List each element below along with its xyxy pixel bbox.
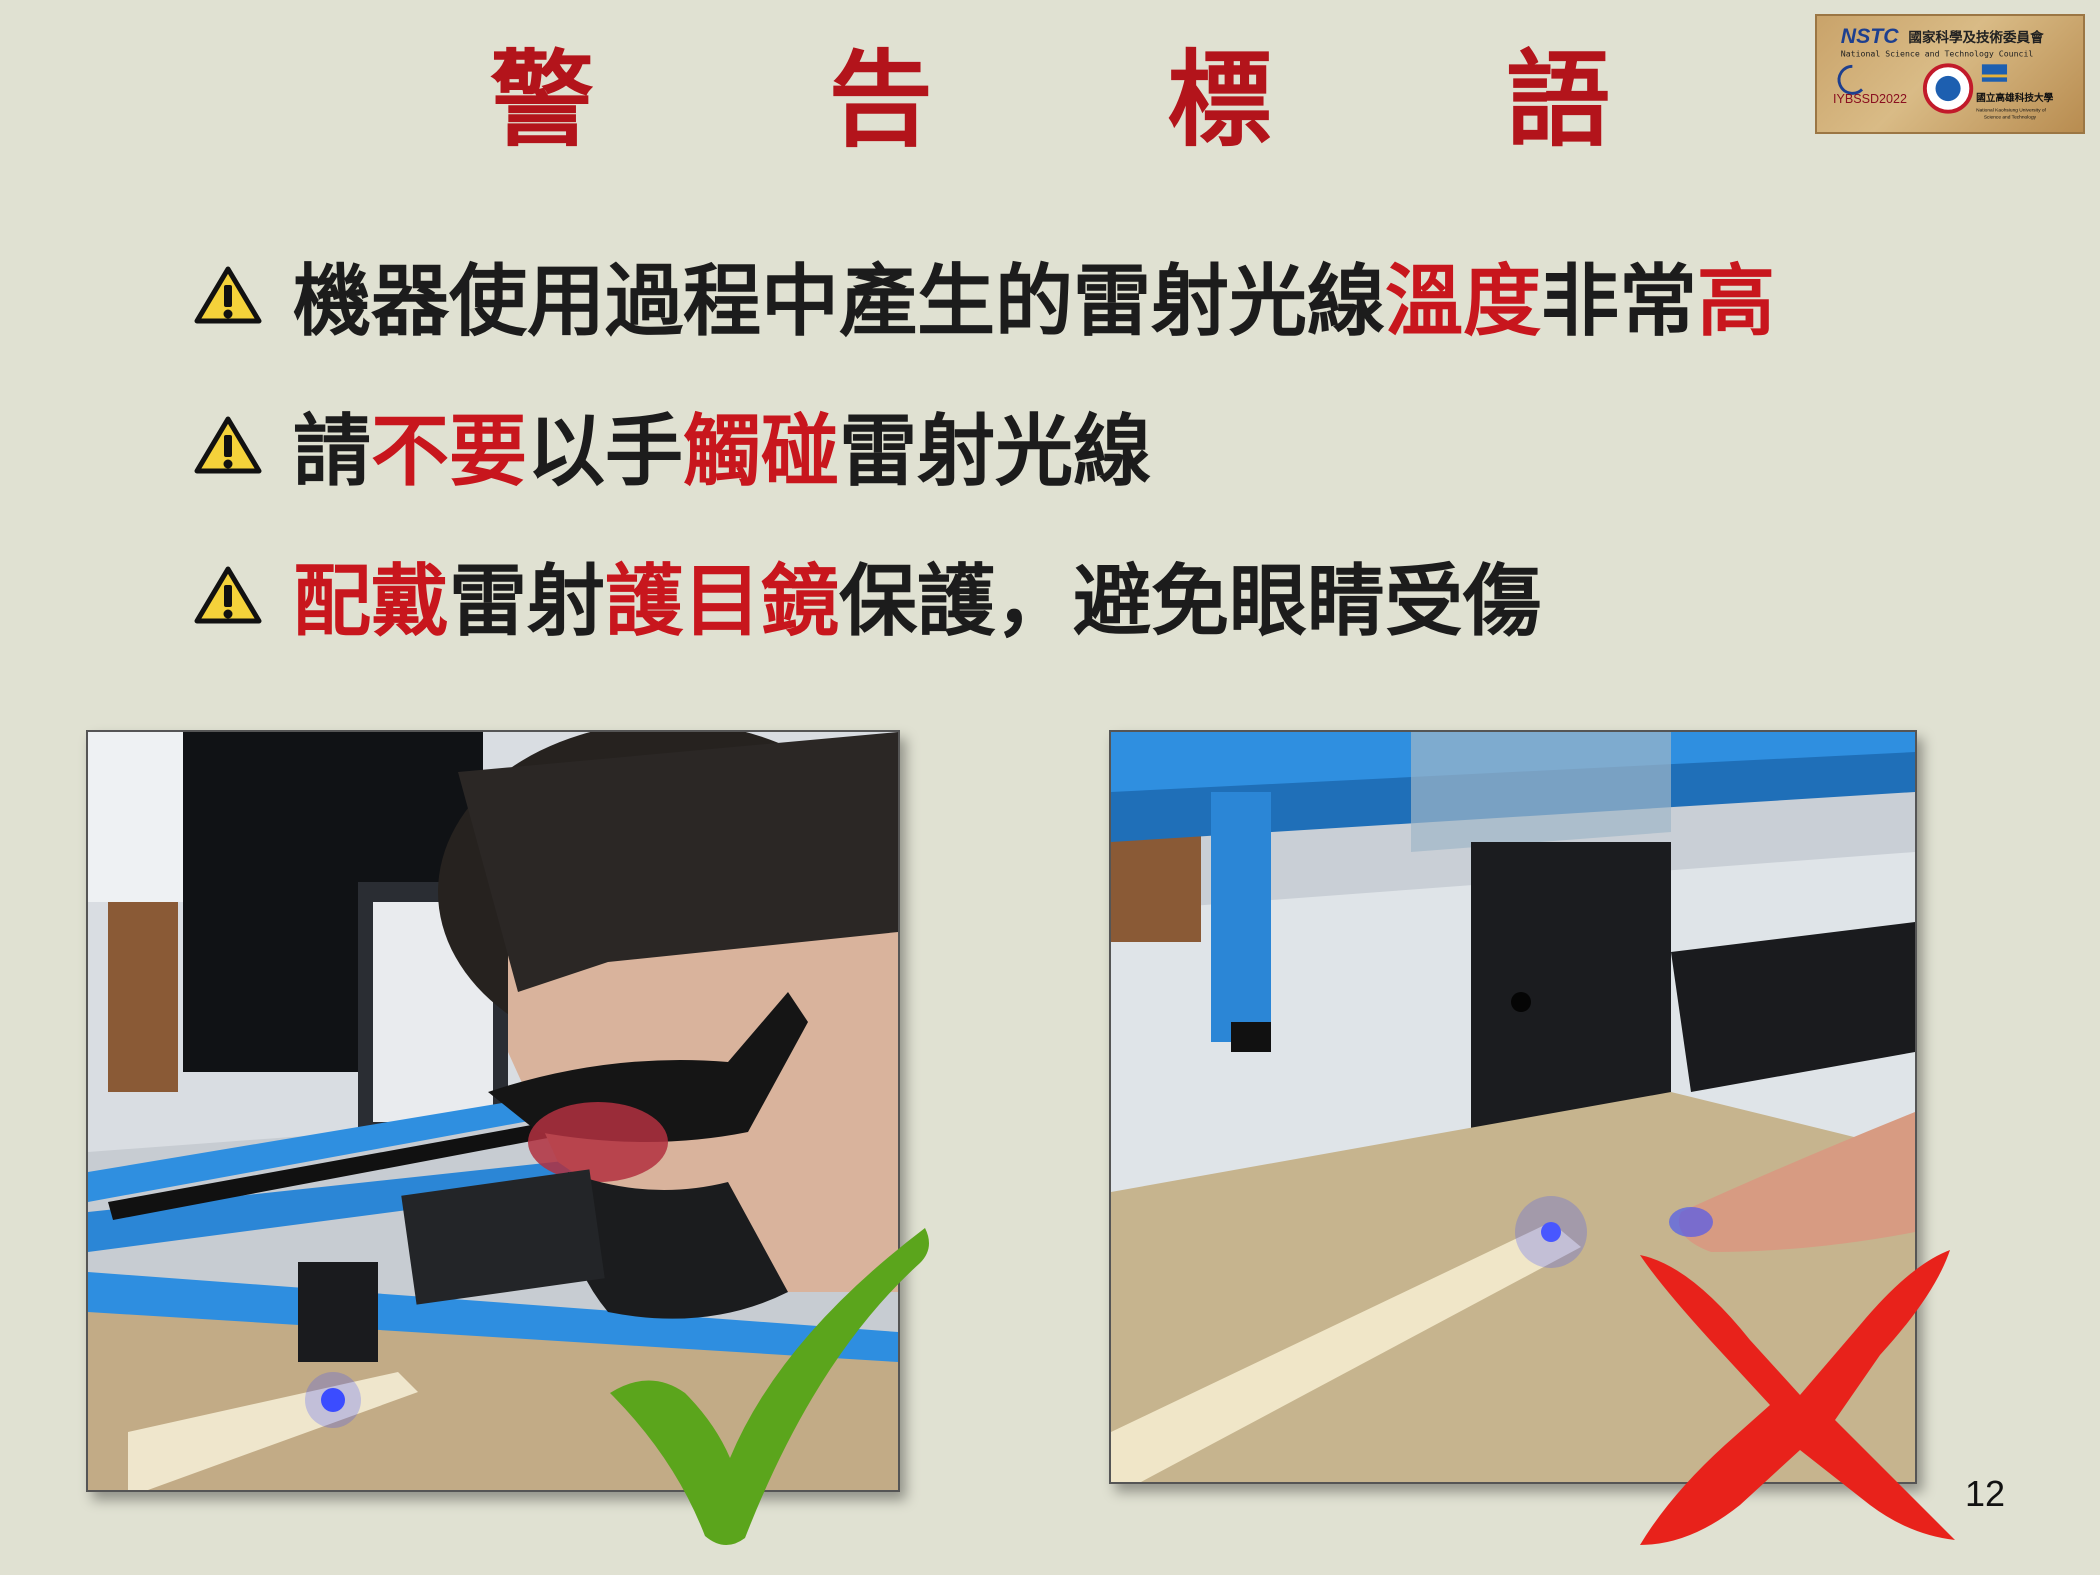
- title-char: 語: [1505, 39, 1610, 161]
- svg-text:IYBSSD2022: IYBSSD2022: [1833, 92, 1907, 106]
- svg-text:Science and Technology: Science and Technology: [1984, 114, 2037, 120]
- warning-list: 機器使用過程中產生的雷射光線溫度非常高 請不要以手觸碰雷射光線 配戴雷射護目鏡保…: [193, 245, 1775, 695]
- warning-text: 機器使用過程中產生的雷射光線溫度非常高: [293, 257, 1776, 347]
- check-mark-icon: [605, 1218, 940, 1548]
- svg-text:NSTC: NSTC: [1841, 24, 1900, 48]
- title-char: 警: [490, 39, 595, 161]
- warning-triangle-icon: [193, 265, 263, 325]
- nstc-logo: NSTC 國家科學及技術委員會 National Science and Tec…: [1815, 14, 2085, 134]
- page-number: 12: [1965, 1473, 2006, 1514]
- svg-text:國家科學及技術委員會: 國家科學及技術委員會: [1908, 29, 2044, 46]
- svg-text:國立高雄科技大學: 國立高雄科技大學: [1976, 92, 2054, 104]
- photo-wearing-goggles: [86, 730, 900, 1492]
- warning-item: 配戴雷射護目鏡保護，避免眼睛受傷: [193, 545, 1775, 647]
- warning-text: 請不要以手觸碰雷射光線: [293, 407, 1152, 497]
- warning-triangle-icon: [193, 415, 263, 475]
- cross-mark-icon: [1630, 1245, 1960, 1550]
- warning-triangle-icon: [193, 565, 263, 625]
- svg-text:National Kaohsiung University: National Kaohsiung University of: [1976, 108, 2046, 114]
- warning-text: 配戴雷射護目鏡保護，避免眼睛受傷: [293, 557, 1542, 647]
- warning-item: 請不要以手觸碰雷射光線: [193, 395, 1775, 497]
- title-char: 標: [1167, 39, 1272, 161]
- warning-item: 機器使用過程中產生的雷射光線溫度非常高: [193, 245, 1775, 347]
- title-char: 告: [828, 39, 933, 161]
- svg-text:National Science and Technolog: National Science and Technology Council: [1841, 49, 2034, 59]
- slide-title: 警 告 標 語: [490, 40, 1610, 160]
